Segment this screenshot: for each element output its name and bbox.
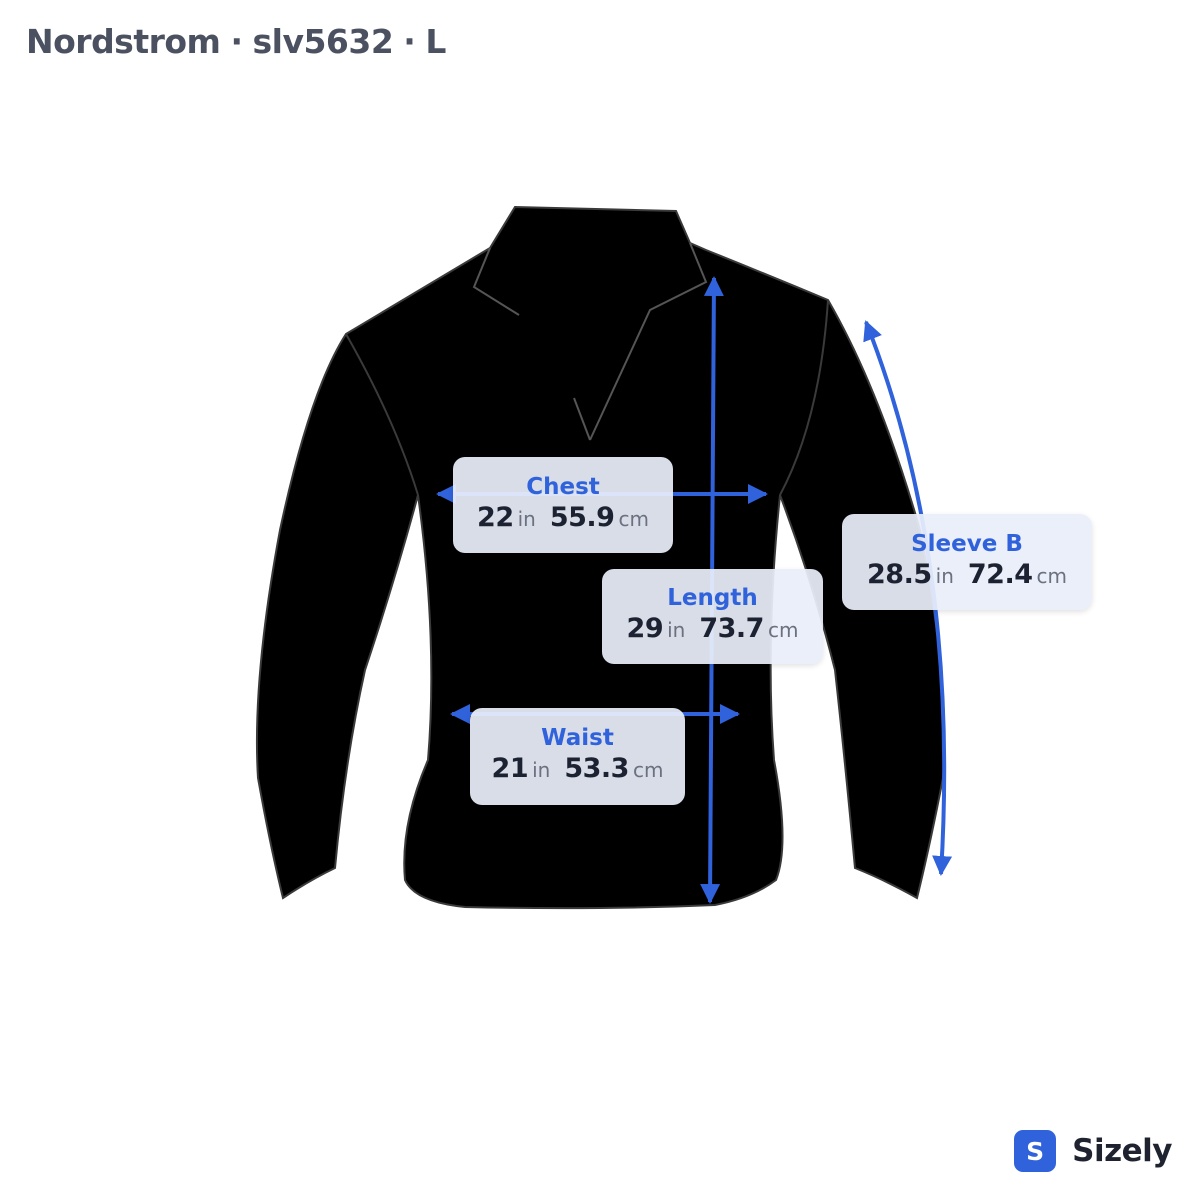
unit-cm: cm [632, 758, 664, 782]
unit-cm: cm [618, 506, 649, 531]
unit-in: in [935, 563, 954, 588]
measurement-name: Sleeve B [911, 530, 1023, 557]
seam-line [779, 299, 829, 496]
brand-badge: S Sizely [1014, 1130, 1172, 1172]
value-cm: 55.9 [549, 501, 615, 533]
value-in: 28.5 [867, 558, 932, 590]
separator: · [403, 22, 416, 61]
sizely-logo-icon: S [1014, 1130, 1057, 1172]
value-in: 21 [491, 753, 529, 784]
measurement-name: Length [667, 585, 758, 611]
unit-in: in [532, 758, 551, 782]
collar-line [472, 247, 520, 316]
placket-line [573, 397, 591, 441]
unit-in: in [667, 618, 686, 642]
unit-in: in [517, 506, 536, 531]
brand-name: Nordstrom [26, 22, 221, 61]
brand-label: Sizely [1072, 1133, 1172, 1169]
size: L [425, 22, 446, 61]
unit-cm: cm [767, 618, 799, 642]
measurement-name: Chest [526, 473, 600, 500]
page-title: Nordstrom·slv5632·L [26, 22, 446, 61]
unit-cm: cm [1036, 563, 1067, 588]
value-in: 29 [626, 613, 664, 644]
value-in: 22 [477, 501, 514, 533]
value-cm: 53.3 [564, 753, 629, 784]
value-cm: 72.4 [967, 558, 1033, 590]
separator: · [230, 22, 243, 61]
collar-line [589, 242, 708, 441]
seam-line [345, 333, 419, 496]
value-cm: 73.7 [699, 613, 764, 644]
measurement-name: Waist [541, 725, 614, 751]
sku: slv5632 [252, 22, 394, 61]
